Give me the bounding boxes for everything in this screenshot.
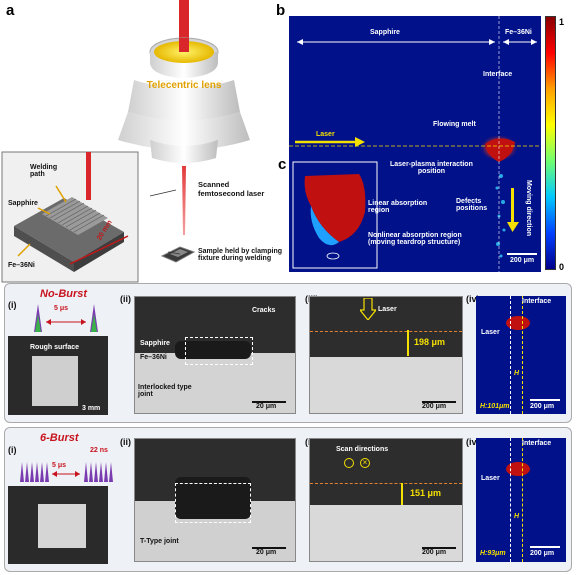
sample-label: Sample held by clamping fixture during w… <box>198 248 283 262</box>
d-iii-scale: 200 μm <box>422 403 447 410</box>
e-laser-iv-label: Laser <box>481 475 500 482</box>
rough-surface-label: Rough surface <box>30 344 80 351</box>
e-interface-label: Interface <box>522 440 552 447</box>
e-h-value: H:93μm <box>480 550 506 557</box>
e-iv-scale: 200 μm <box>530 550 555 557</box>
six-burst-pulses <box>20 462 113 482</box>
colorbar <box>545 16 556 270</box>
scan-in-icon: × <box>360 458 370 468</box>
e-ii-sem-image <box>134 438 296 562</box>
alloy-label-d: Fe–36Ni <box>140 354 167 361</box>
interface-label-b: Interface <box>483 71 513 78</box>
scan-directions-label: Scan directions <box>336 446 389 453</box>
laser-label-d: Laser <box>378 306 397 313</box>
e-i-label: (i) <box>8 445 17 455</box>
laser-beam-top <box>179 0 189 48</box>
d-depth-label: 198 μm <box>414 337 446 347</box>
e-h-label: H <box>514 513 520 520</box>
scanned-beam <box>182 166 186 235</box>
six-burst-title: 6-Burst <box>40 432 79 444</box>
panel-a-illustration <box>1 0 250 283</box>
panel-c-label: c <box>278 156 287 173</box>
rough-surface-photo <box>8 336 108 415</box>
nonlinear-absorption-label: Nonlinear absorption region (moving tear… <box>368 232 462 246</box>
panel-a-label: a <box>6 2 15 19</box>
e-iv-heatmap <box>476 438 566 562</box>
e-burst-interval: 22 ns <box>90 447 108 454</box>
sapphire-label-d: Sapphire <box>140 340 170 347</box>
colorbar-min: 0 <box>559 262 565 272</box>
welding-path-label: Welding path <box>30 164 58 178</box>
cracks-label: Cracks <box>252 307 276 314</box>
t-type-joint-label: T-Type joint <box>140 538 179 545</box>
scale-label-b: 200 μm <box>510 257 535 264</box>
d-iii-sem-image <box>309 296 463 414</box>
no-burst-title: No-Burst <box>40 288 88 300</box>
size-label-d: 3 mm <box>82 405 101 412</box>
e-iii-scale: 200 μm <box>422 549 447 556</box>
flowing-melt-label: Flowing melt <box>433 121 476 128</box>
interlocked-joint-label: Interlocked type joint <box>138 384 192 398</box>
d-iv-heatmap <box>476 296 566 414</box>
d-ii-label: (ii) <box>120 294 131 304</box>
d-h-value: H:101μm <box>480 403 510 410</box>
e-pulse-interval: 5 μs <box>52 462 67 469</box>
d-iv-label: (iv) <box>466 294 480 304</box>
alloy-label-a: Fe–36Ni <box>8 262 35 269</box>
d-ii-sem-image <box>134 296 296 414</box>
sapphire-label-b: Sapphire <box>370 29 400 36</box>
d-i-label: (i) <box>8 300 17 310</box>
d-interface-label: Interface <box>522 298 552 305</box>
telecentric-lens-label: Telecentric lens <box>146 80 222 91</box>
e-ii-scale: 20 μm <box>256 549 277 556</box>
e-ii-label: (ii) <box>120 437 131 447</box>
e-surface-photo <box>8 486 108 564</box>
e-depth-label: 151 μm <box>410 488 442 498</box>
d-h-label: H <box>514 370 520 377</box>
d-laser-iv-label: Laser <box>481 329 500 336</box>
heatmap-image <box>289 16 541 272</box>
e-iv-label: (iv) <box>466 437 480 447</box>
moving-direction-label: Moving direction <box>525 180 532 236</box>
no-burst-pulses <box>34 304 98 332</box>
laser-arrow-d <box>360 298 376 320</box>
lpi-label: Laser-plasma interaction position <box>390 161 473 175</box>
scanned-laser-label: Scanned femtosecond laser <box>198 180 265 198</box>
sapphire-label-a: Sapphire <box>8 200 38 207</box>
alloy-label-b: Fe–36Ni <box>505 29 532 36</box>
defects-label: Defects positions <box>456 198 488 212</box>
laser-label-b: Laser <box>316 131 335 138</box>
colorbar-max: 1 <box>559 17 565 27</box>
e-iii-sem-image <box>309 438 463 562</box>
d-iv-scale: 200 μm <box>530 403 555 410</box>
d-pulse-interval: 5 μs <box>54 305 69 312</box>
scan-out-icon <box>344 458 354 468</box>
d-ii-scale: 20 μm <box>256 403 277 410</box>
linear-absorption-label: Linear absorption region <box>368 200 428 214</box>
panel-b-label: b <box>276 2 286 19</box>
